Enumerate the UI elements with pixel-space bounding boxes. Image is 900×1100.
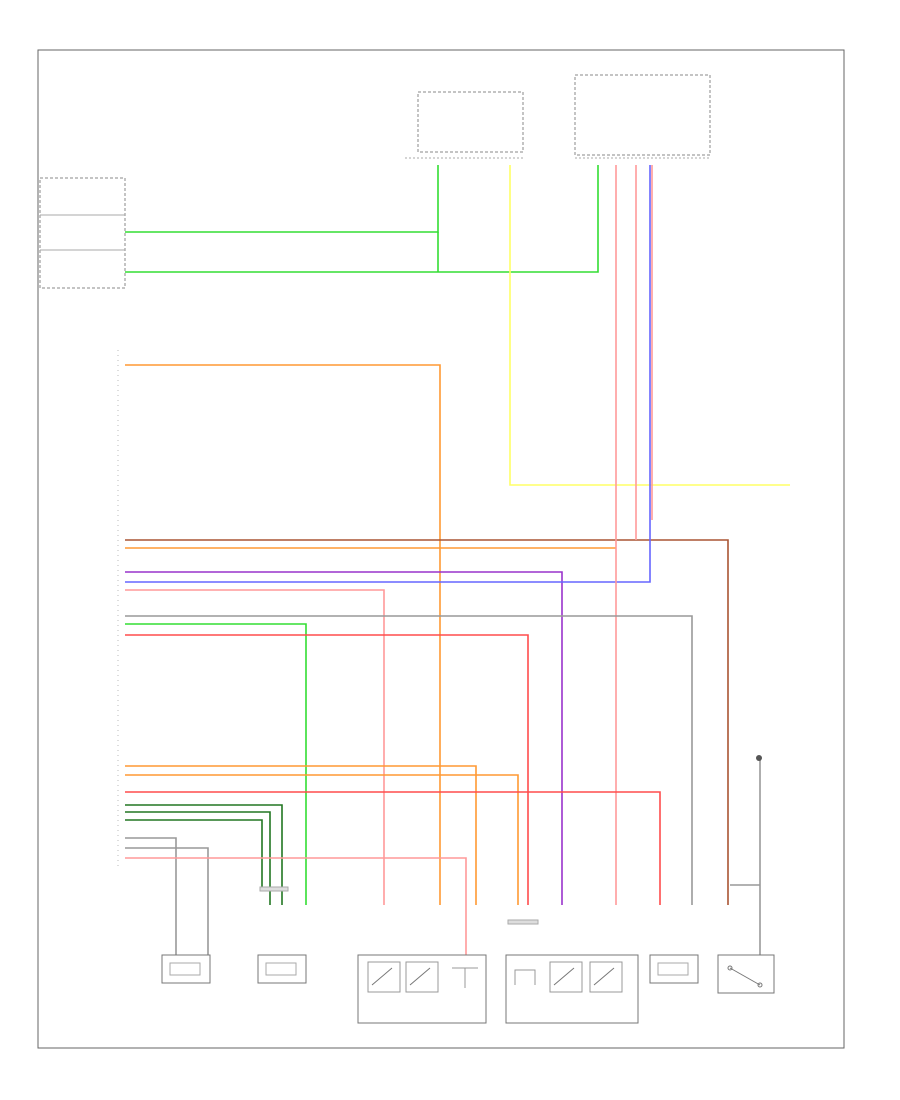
wire-darkgreen-3 — [125, 819, 263, 888]
wire-gray-3 — [125, 847, 209, 955]
combination-meter-module — [405, 91, 525, 159]
wire-red-1 — [125, 634, 529, 905]
wire-gray-1 — [125, 615, 693, 905]
wire-orange-3 — [125, 765, 477, 905]
wire-brown — [125, 539, 729, 905]
wire-orange-4 — [125, 774, 519, 905]
component-switch-1 — [649, 954, 699, 984]
wire-blue — [125, 165, 651, 583]
component-sensor-2 — [257, 954, 307, 984]
control-module-top-left — [39, 177, 126, 289]
component-sensor-1 — [161, 954, 211, 984]
body-control-module — [574, 74, 711, 159]
component-switch-2 — [717, 954, 775, 994]
wire-yellow — [509, 165, 790, 486]
wire-harness — [125, 165, 790, 955]
ground-symbol — [756, 755, 762, 761]
diagram-frame — [37, 49, 845, 1049]
connector-markers — [259, 886, 539, 925]
component-door-module-left — [357, 954, 487, 1024]
wire-orange-1 — [125, 364, 441, 905]
wire-green-2 — [125, 165, 599, 273]
component-door-module-right — [505, 954, 639, 1024]
wire-gray-2 — [125, 837, 177, 955]
wire-pink-2 — [125, 857, 467, 955]
wire-pink-1 — [125, 589, 385, 905]
wire-green-4 — [125, 623, 307, 905]
wire-purple — [125, 571, 563, 905]
wire-green-1 — [125, 165, 439, 233]
wire-darkgreen-2 — [125, 811, 271, 905]
wire-darkgreen-1 — [125, 804, 283, 905]
wire-red-2 — [125, 791, 661, 905]
